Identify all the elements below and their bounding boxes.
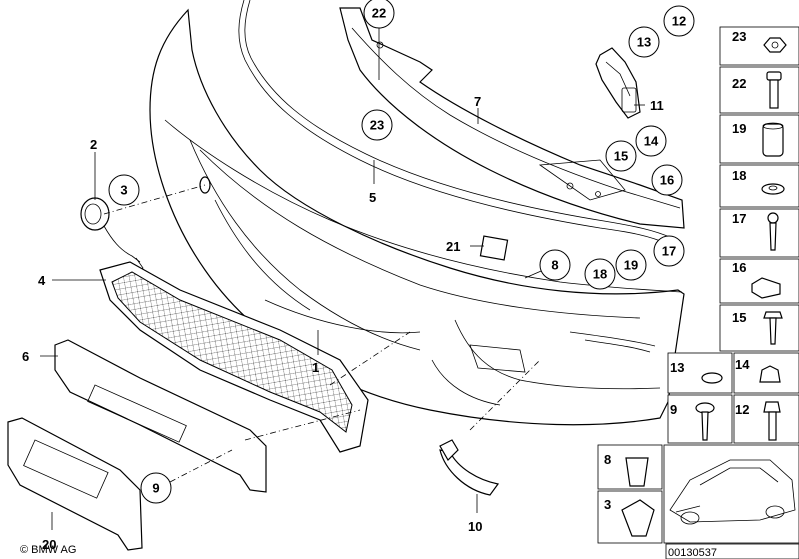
legend-label-15: 15 bbox=[732, 310, 746, 325]
bumper-seal bbox=[238, 0, 673, 245]
callout-labels: 2 3 4 6 1 5 7 11 21 10 20 22 23 12 13 14… bbox=[22, 0, 695, 552]
fastener-legend: 23 22 19 18 17 16 15 13 14 9 bbox=[597, 26, 799, 544]
bolt-22-icon bbox=[766, 71, 782, 81]
callout-12: 12 bbox=[672, 14, 686, 29]
callout-10: 10 bbox=[468, 519, 482, 534]
callout-17: 17 bbox=[662, 244, 676, 259]
legend-label-9: 9 bbox=[670, 402, 677, 417]
clip-16-icon bbox=[751, 277, 781, 299]
license-plate-base bbox=[54, 339, 267, 493]
grommet-8-icon bbox=[625, 457, 649, 487]
legend-label-13: 13 bbox=[670, 360, 684, 375]
callout-19: 19 bbox=[624, 258, 638, 273]
screw-17-icon bbox=[767, 212, 779, 224]
copyright: © BMW AG bbox=[20, 544, 76, 556]
legend-label-14: 14 bbox=[735, 357, 750, 372]
nut-14-icon bbox=[759, 365, 781, 383]
callout-8: 8 bbox=[551, 258, 558, 273]
callout-23: 23 bbox=[370, 118, 384, 133]
washer-13-icon bbox=[701, 372, 723, 384]
callout-6: 6 bbox=[22, 349, 29, 364]
callout-1: 1 bbox=[312, 360, 319, 375]
diagram-number: 00130537 bbox=[668, 547, 717, 559]
callout-20: 20 bbox=[42, 537, 56, 552]
legend-label-18: 18 bbox=[732, 168, 746, 183]
callout-18: 18 bbox=[593, 267, 607, 282]
center-grille bbox=[99, 261, 369, 453]
legend-label-12: 12 bbox=[735, 402, 749, 417]
callout-4: 4 bbox=[38, 273, 46, 288]
bumper-cover bbox=[149, 8, 685, 426]
spacer-19-icon bbox=[762, 123, 784, 157]
callout-2: 2 bbox=[90, 137, 97, 152]
callout-11: 11 bbox=[650, 98, 664, 113]
fog-lamp-ring bbox=[439, 439, 500, 496]
mounting-bracket bbox=[595, 47, 641, 119]
clip-21 bbox=[479, 235, 509, 261]
callout-16: 16 bbox=[660, 173, 674, 188]
callout-21: 21 bbox=[446, 239, 460, 254]
callout-13: 13 bbox=[637, 35, 651, 50]
callout-15: 15 bbox=[614, 149, 628, 164]
tow-hook-cover bbox=[80, 197, 144, 271]
leader-lines bbox=[40, 28, 645, 530]
legend-label-22: 22 bbox=[732, 76, 746, 91]
callout-7: 7 bbox=[474, 94, 481, 109]
diagram-number-box bbox=[665, 543, 799, 559]
legend-label-8: 8 bbox=[604, 452, 611, 467]
callout-14: 14 bbox=[644, 134, 659, 149]
callout-5: 5 bbox=[369, 190, 376, 205]
legend-label-17: 17 bbox=[732, 211, 746, 226]
nut-23-icon bbox=[763, 37, 787, 53]
bumper-carrier bbox=[339, 7, 685, 229]
callout-22: 22 bbox=[372, 6, 386, 21]
legend-label-16: 16 bbox=[732, 260, 746, 275]
screw-15-icon bbox=[763, 311, 783, 319]
clip-3-icon bbox=[621, 499, 655, 537]
license-plate-holder bbox=[7, 417, 143, 551]
bolt-12-icon bbox=[763, 401, 781, 413]
callout-3: 3 bbox=[120, 183, 127, 198]
car-thumbnail-icon bbox=[669, 459, 796, 525]
legend-label-23: 23 bbox=[732, 29, 746, 44]
washer-18-icon bbox=[761, 183, 785, 195]
legend-label-3: 3 bbox=[604, 497, 611, 512]
callout-9: 9 bbox=[152, 481, 159, 496]
legend-label-19: 19 bbox=[732, 121, 746, 136]
